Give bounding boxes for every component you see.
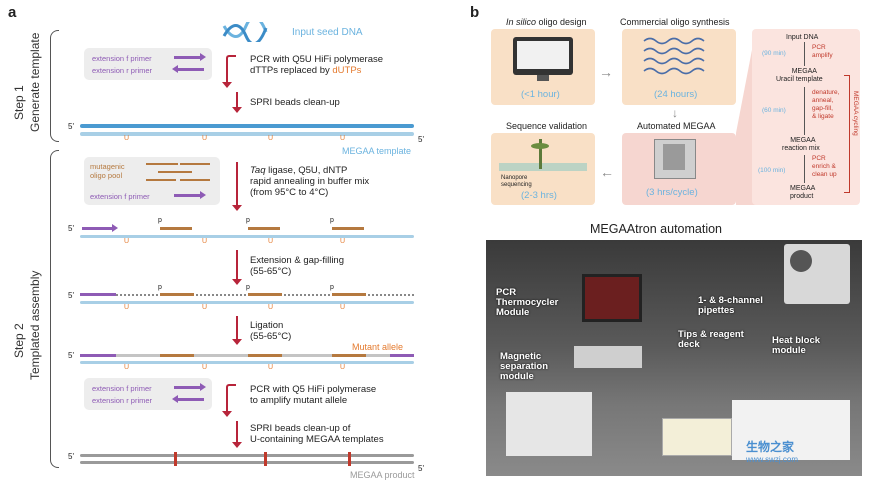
r-primer-arrow [178, 68, 204, 71]
product-strand-bottom [80, 461, 414, 464]
megaa-product-label: MEGAA product [350, 470, 415, 480]
f-primer-arrow [174, 56, 200, 59]
step-arrow-7 [232, 421, 242, 448]
mutant-allele-label: Mutant allele [352, 342, 404, 352]
robot-icon [654, 139, 696, 179]
spri1-text: SPRI beads clean-up [250, 97, 340, 108]
panel-b-letter: b [470, 4, 480, 21]
step1-sublabel: Generate template [28, 32, 42, 132]
template-strand-4 [80, 361, 414, 364]
watermark: 生物之家 www.swzj.com [746, 440, 799, 464]
step-arrow-1 [226, 55, 236, 83]
dna-helix-icon [222, 22, 268, 42]
megaa-cycling-label: MEGAA cycling [852, 91, 859, 136]
template-strand-3 [80, 301, 414, 304]
template-strand-2 [80, 235, 414, 238]
flow-arrow-3: ← [600, 164, 614, 180]
automated-label: Automated MEGAA [637, 121, 716, 131]
atron-title: MEGAAtron automation [590, 222, 723, 236]
synth-card: (24 hours) [622, 29, 736, 105]
zoom-connector [736, 29, 756, 205]
thermocycler-screen [582, 274, 642, 322]
step1-brace [50, 30, 59, 142]
template-bottom-strand [80, 132, 414, 136]
automated-card: (3 hrs/cycle) [622, 133, 736, 205]
oligo-2 [248, 227, 280, 230]
cycle-loop-line [844, 75, 850, 193]
step-arrow-4 [232, 250, 242, 285]
monitor-icon [513, 37, 573, 75]
step2-sublabel: Templated assembly [28, 270, 42, 380]
design-label: In silico oligo design [506, 17, 587, 27]
primer-box-1: extension f primer extension r primer [84, 48, 212, 80]
oligo-waves-icon [643, 37, 705, 75]
flow-arrow-1: → [599, 64, 613, 80]
heat-block [732, 400, 850, 460]
magnetic-module [506, 392, 592, 456]
step2-brace [50, 150, 59, 468]
ligation-text: Ligation(55-65°C) [250, 320, 292, 342]
input-seed-label: Input seed DNA [292, 27, 363, 38]
design-card: (<1 hour) [491, 29, 595, 105]
template-top-strand [80, 124, 414, 128]
gap-filled-strand [80, 294, 414, 296]
extension-text: Extension & gap-filling(55-65°C) [250, 255, 344, 277]
product-strand-top [80, 454, 414, 457]
oligo-pool-box: mutagenic oligo pool extension f primer [84, 157, 220, 205]
step-arrow-6 [226, 384, 236, 412]
synth-label: Commercial oligo synthesis [620, 17, 730, 27]
tips-deck [662, 418, 732, 456]
step2-label: Step 2 [12, 323, 26, 358]
step-arrow-3 [232, 162, 242, 211]
pipette-head [784, 244, 850, 304]
oligo-1 [160, 227, 192, 230]
panel-a-letter: a [8, 4, 17, 21]
seqval-label: Sequence validation [506, 121, 588, 131]
mutant-strand [80, 354, 414, 357]
megaa-template-label: MEGAA template [342, 146, 412, 156]
oligo-3 [332, 227, 364, 230]
primer-box-2: extension f primer extension r primer [84, 378, 212, 410]
seqval-card: Nanopore sequencing (2-3 hrs) [491, 133, 595, 205]
step-arrow-5 [232, 316, 242, 345]
flow-arrow-2: ↓ [672, 106, 678, 120]
step-arrow-2 [232, 92, 242, 113]
primer-annealed [82, 227, 112, 230]
step1-label: Step 1 [12, 85, 26, 120]
